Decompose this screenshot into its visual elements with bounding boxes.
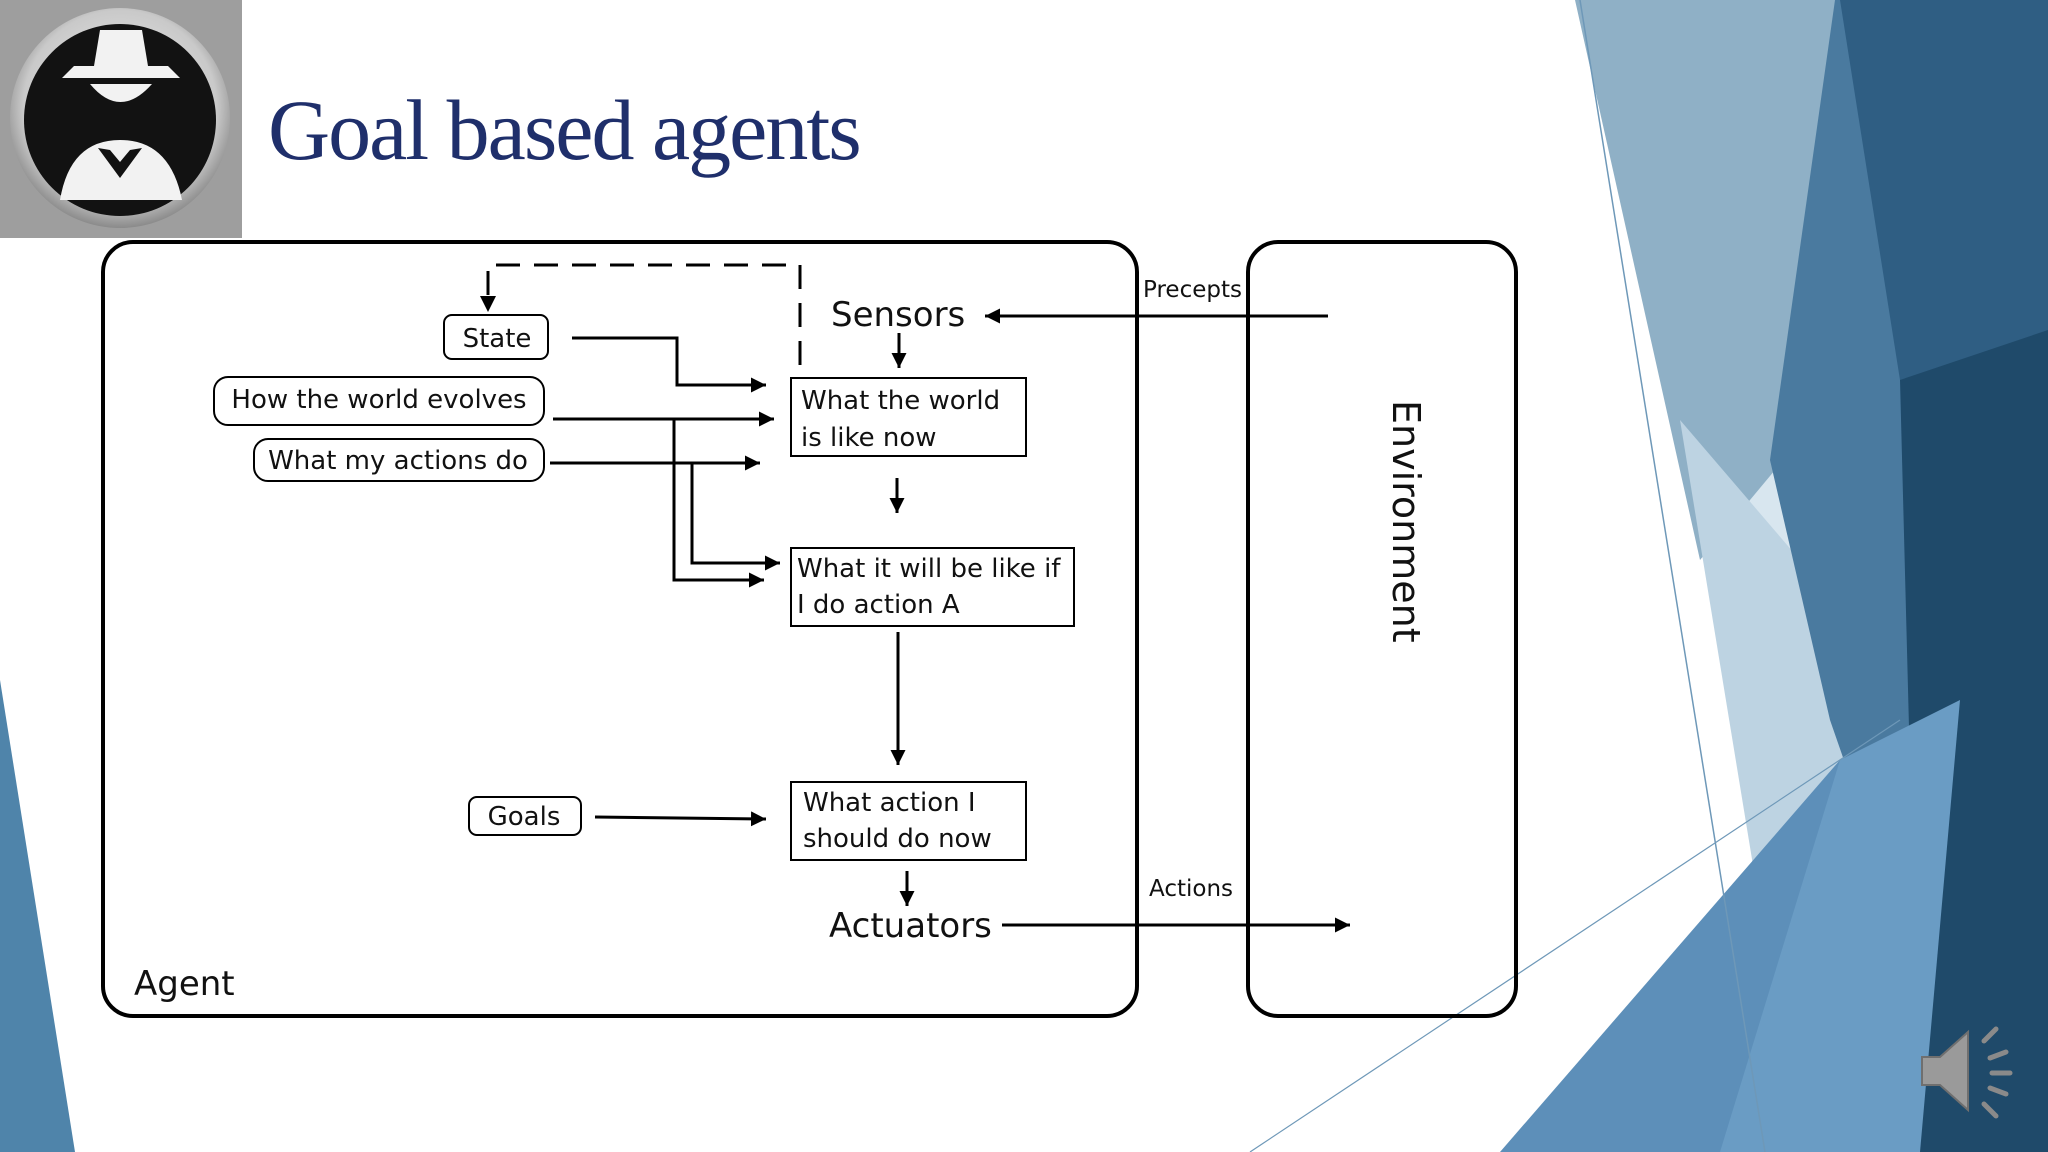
- world-now-line-1: What the world: [801, 386, 1000, 416]
- world-now-box: [790, 377, 1027, 457]
- goals-node: [468, 796, 582, 836]
- world-evolves-label: How the world evolves: [231, 385, 526, 415]
- state-feedback-arrow: [486, 263, 802, 365]
- action-now-box: [790, 781, 1027, 861]
- agent-label: Agent: [134, 964, 235, 1004]
- goals-label: Goals: [488, 802, 561, 832]
- will-be-like-line-2: I do action A: [797, 590, 960, 620]
- environment-boundary: [1246, 240, 1518, 1018]
- will-be-like-box: [790, 547, 1075, 627]
- speaker-icon[interactable]: [1921, 1026, 2013, 1119]
- my-actions-label: What my actions do: [268, 446, 528, 476]
- my-actions-node: [253, 438, 545, 482]
- action-now-line-2: should do now: [803, 824, 992, 854]
- environment-label: Environment: [1384, 400, 1428, 643]
- state-label: State: [463, 324, 532, 354]
- sensors-label: Sensors: [831, 295, 965, 335]
- spy-icon: [0, 0, 242, 238]
- world-now-line-2: is like now: [801, 423, 937, 453]
- slide-title: Goal based agents: [268, 82, 862, 178]
- actions-label: Actions: [1149, 876, 1233, 902]
- precepts-label: Precepts: [1143, 277, 1242, 303]
- state-node: [443, 314, 549, 360]
- flow-arrows: [550, 308, 1350, 933]
- will-be-like-line-1: What it will be like if: [797, 554, 1061, 584]
- agent-boundary: [101, 240, 1139, 1018]
- actuators-label: Actuators: [829, 906, 992, 946]
- world-evolves-node: [213, 376, 545, 426]
- action-now-line-1: What action I: [803, 788, 976, 818]
